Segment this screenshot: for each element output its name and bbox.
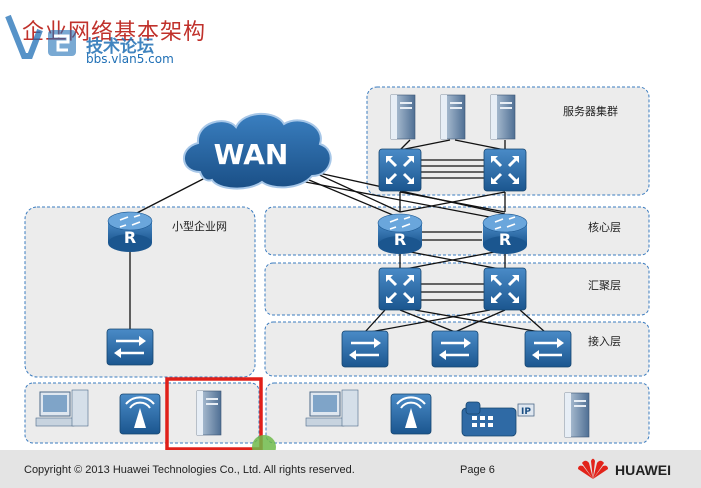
watermark-url: bbs.vlan5.com (86, 52, 174, 66)
cluster-switch-icon (482, 147, 528, 193)
slide-footer: Copyright © 2013 Huawei Technologies Co.… (0, 450, 701, 488)
watermark-name: 技术论坛 (86, 37, 154, 57)
zone-core (264, 206, 650, 256)
label-small-enterprise: 小型企业网 (172, 220, 227, 233)
server-icon (440, 94, 466, 140)
wan-cloud: WAN (183, 112, 332, 190)
zone-aggregation (264, 262, 650, 316)
label-server-cluster: 服务器集群 (563, 105, 618, 118)
label-core: 核心层 (588, 221, 621, 234)
router-icon (107, 211, 153, 253)
vlan5-logo-icon (5, 14, 76, 59)
ip-phone-icon: IP (461, 401, 535, 437)
server-icon (196, 390, 222, 436)
network-links (129, 139, 546, 333)
access-switch-icon (430, 329, 480, 369)
access-switch-icon (340, 329, 390, 369)
huawei-logo-icon (578, 458, 608, 479)
aggregation-switch-icon (377, 266, 423, 312)
zone-server-cluster (366, 86, 650, 196)
zone-endpoints-right (265, 382, 650, 444)
core-router-icon (377, 213, 423, 255)
ip-phone-label: IP (521, 407, 531, 417)
highlight-box (165, 377, 263, 451)
wireless-ap-icon (390, 393, 432, 435)
zone-small-enterprise (24, 206, 256, 378)
access-switch-icon (523, 329, 573, 369)
label-access: 接入层 (588, 335, 621, 348)
pc-icon (35, 389, 89, 427)
server-icon (564, 392, 590, 438)
wireless-ap-icon (119, 393, 161, 435)
core-router-icon (482, 213, 528, 255)
page-number: Page 6 (460, 464, 495, 476)
pc-icon (305, 389, 359, 427)
server-icon (490, 94, 516, 140)
wan-label: WAN (214, 138, 289, 171)
access-switch-icon (105, 327, 155, 367)
server-icon (390, 94, 416, 140)
cluster-switch-icon (377, 147, 423, 193)
copyright-text: Copyright © 2013 Huawei Technologies Co.… (24, 464, 355, 476)
aggregation-switch-icon (482, 266, 528, 312)
brand-name: HUAWEI (615, 462, 671, 478)
label-aggregation: 汇聚层 (588, 279, 621, 292)
